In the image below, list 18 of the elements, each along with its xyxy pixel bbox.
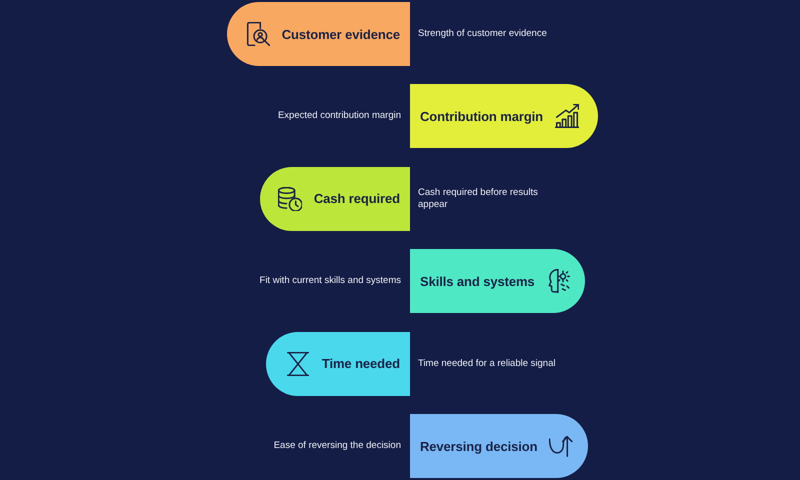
rounded-label-tab: [410, 84, 598, 148]
tab-title: Skills and systems: [420, 274, 535, 289]
rounded-label-tab: [227, 2, 410, 66]
rounded-label-tab: [410, 414, 588, 478]
rounded-label-tab: [410, 249, 585, 314]
description-text: Strength of customer evidence: [418, 28, 547, 40]
tab-title: Customer evidence: [282, 26, 400, 42]
description-text: Cash required before results appear: [418, 186, 539, 211]
rounded-label-tab: [260, 166, 410, 231]
tab-title: Cash required: [314, 191, 400, 206]
tab-title: Reversing decision: [420, 438, 538, 454]
rounded-label-tab: [266, 332, 410, 396]
description-text: Expected contribution margin: [278, 110, 401, 122]
tab-title: Contribution margin: [420, 108, 544, 124]
tab-title: Time needed: [322, 356, 400, 372]
description-text: Time needed for a reliable signal: [418, 358, 556, 370]
description-text: Ease of reversing the decision: [274, 440, 401, 452]
description-text: Fit with current skills and systems: [260, 275, 401, 288]
